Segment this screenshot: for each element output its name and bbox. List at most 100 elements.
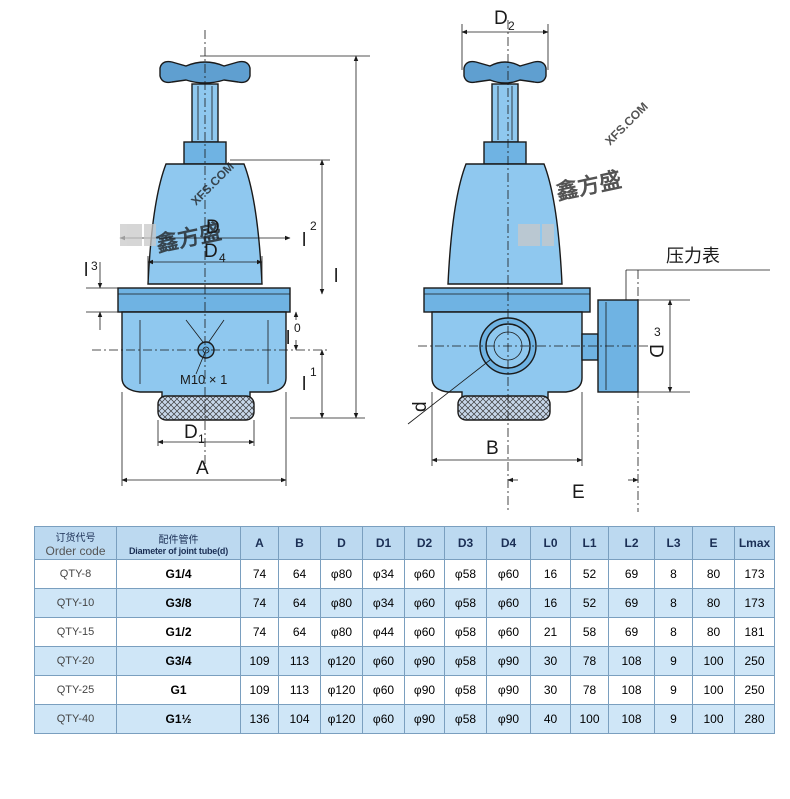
label-B: B bbox=[486, 438, 499, 459]
cell-value: φ34 bbox=[362, 559, 405, 589]
cell-value: φ58 bbox=[444, 646, 487, 676]
cell-value: 64 bbox=[278, 617, 321, 647]
cell-value: 16 bbox=[530, 588, 571, 618]
cell-value: φ90 bbox=[486, 704, 531, 734]
table-header-row: 订货代号 Order code 配件管件 Diameter of joint t… bbox=[34, 526, 775, 560]
label-l2-sub: 2 bbox=[310, 219, 317, 233]
label-l2: l bbox=[302, 230, 306, 251]
cell-value: 113 bbox=[278, 675, 321, 705]
cell-order-code: QTY-20 bbox=[34, 646, 117, 676]
header-col: L1 bbox=[570, 526, 609, 560]
cell-value: 8 bbox=[654, 588, 693, 618]
cell-value: 173 bbox=[734, 588, 775, 618]
cell-value: φ80 bbox=[320, 617, 363, 647]
cell-value: 52 bbox=[570, 559, 609, 589]
cell-value: 58 bbox=[570, 617, 609, 647]
cell-value: 100 bbox=[692, 646, 735, 676]
cell-value: 9 bbox=[654, 675, 693, 705]
cell-value: φ60 bbox=[404, 559, 445, 589]
side-bonnet bbox=[447, 163, 563, 285]
spec-table: 订货代号 Order code 配件管件 Diameter of joint t… bbox=[34, 526, 775, 734]
cell-value: 8 bbox=[654, 617, 693, 647]
label-l1: l bbox=[302, 374, 306, 395]
cell-value: φ120 bbox=[320, 646, 363, 676]
cell-value: 16 bbox=[530, 559, 571, 589]
label-D: D bbox=[206, 217, 220, 238]
cell-value: φ60 bbox=[362, 646, 405, 676]
cell-value: 8 bbox=[654, 559, 693, 589]
cell-value: 69 bbox=[608, 588, 655, 618]
label-D3-sub: 3 bbox=[654, 325, 661, 339]
cell-value: φ60 bbox=[362, 704, 405, 734]
cell-value: 113 bbox=[278, 646, 321, 676]
label-l0-sub: 0 bbox=[294, 321, 301, 335]
side-view: D 2 压力表 D 3 bbox=[407, 8, 770, 512]
cell-value: φ58 bbox=[444, 704, 487, 734]
header-col: E bbox=[692, 526, 735, 560]
cell-value: φ120 bbox=[320, 704, 363, 734]
label-gauge: 压力表 bbox=[666, 246, 720, 266]
header-col: L3 bbox=[654, 526, 693, 560]
cell-value: 250 bbox=[734, 675, 775, 705]
cell-value: φ58 bbox=[444, 588, 487, 618]
cell-value: 173 bbox=[734, 559, 775, 589]
label-M10: M10 × 1 bbox=[180, 372, 227, 387]
cell-value: φ58 bbox=[444, 559, 487, 589]
cell-value: 9 bbox=[654, 646, 693, 676]
cell-value: 64 bbox=[278, 588, 321, 618]
cell-value: 250 bbox=[734, 646, 775, 676]
cell-value: φ44 bbox=[362, 617, 405, 647]
cell-value: 52 bbox=[570, 588, 609, 618]
cell-value: 100 bbox=[570, 704, 609, 734]
cell-value: 69 bbox=[608, 559, 655, 589]
label-D2-sub: 2 bbox=[508, 19, 515, 33]
cell-value: φ90 bbox=[486, 675, 531, 705]
cell-value: φ90 bbox=[404, 675, 445, 705]
label-L: l bbox=[334, 266, 338, 287]
cell-value: 100 bbox=[692, 675, 735, 705]
cell-value: 78 bbox=[570, 646, 609, 676]
cell-value: 181 bbox=[734, 617, 775, 647]
cell-order-code: QTY-25 bbox=[34, 675, 117, 705]
cell-value: 80 bbox=[692, 617, 735, 647]
label-l1-sub: 1 bbox=[310, 365, 317, 379]
cell-value: 74 bbox=[240, 559, 279, 589]
cell-value: φ90 bbox=[404, 646, 445, 676]
header-col: D2 bbox=[404, 526, 445, 560]
cell-value: φ60 bbox=[404, 617, 445, 647]
cell-value: 108 bbox=[608, 675, 655, 705]
cell-value: 74 bbox=[240, 588, 279, 618]
cell-value: 100 bbox=[692, 704, 735, 734]
cell-value: φ80 bbox=[320, 588, 363, 618]
cell-value: φ60 bbox=[404, 588, 445, 618]
label-d: d bbox=[410, 401, 431, 412]
cell-value: 280 bbox=[734, 704, 775, 734]
side-stem bbox=[491, 83, 519, 143]
cell-value: φ80 bbox=[320, 559, 363, 589]
label-l0: l bbox=[286, 328, 290, 349]
label-D4-sub: 4 bbox=[219, 251, 226, 265]
cell-value: 108 bbox=[608, 646, 655, 676]
flange bbox=[117, 287, 291, 313]
cell-value: 74 bbox=[240, 617, 279, 647]
cell-value: 69 bbox=[608, 617, 655, 647]
cell-order-code: QTY-40 bbox=[34, 704, 117, 734]
cell-pipe-size: G3/4 bbox=[116, 646, 241, 676]
filter-bowl bbox=[157, 395, 255, 421]
label-D2: D bbox=[494, 8, 508, 29]
header-joint-tube: 配件管件 Diameter of joint tube(d) bbox=[116, 526, 241, 560]
cell-value: φ34 bbox=[362, 588, 405, 618]
cell-pipe-size: G1 bbox=[116, 675, 241, 705]
cell-value: 9 bbox=[654, 704, 693, 734]
cell-value: 30 bbox=[530, 675, 571, 705]
side-filter-bowl bbox=[457, 395, 551, 421]
technical-drawing: D D 4 l 3 l 2 l l 0 l 1 M10 × 1 bbox=[84, 8, 770, 512]
cell-value: φ58 bbox=[444, 617, 487, 647]
side-lock-nut bbox=[483, 141, 527, 165]
cell-value: 136 bbox=[240, 704, 279, 734]
header-col: A bbox=[240, 526, 279, 560]
